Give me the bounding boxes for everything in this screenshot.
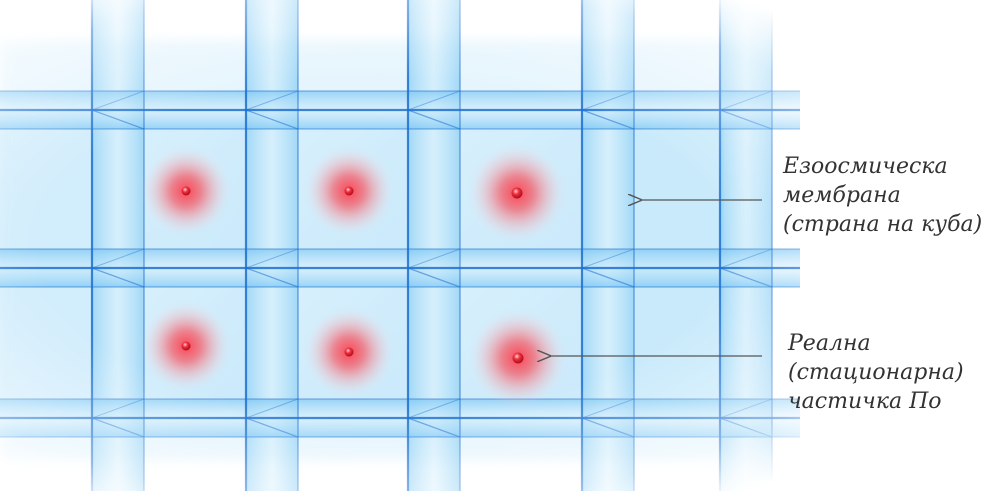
particle-core — [344, 347, 354, 357]
cube-edge — [91, 417, 145, 438]
cube-edge — [407, 267, 461, 288]
particle — [469, 145, 565, 241]
cube-edge — [719, 248, 773, 269]
membrane-label-line-1: Езоосмическа — [783, 154, 948, 179]
particle-core — [181, 186, 191, 196]
cube-edge — [407, 248, 461, 269]
cube-edge — [91, 398, 145, 419]
cube-edge — [719, 398, 773, 419]
cube-edge — [245, 398, 299, 419]
cube-edge — [581, 248, 635, 269]
cube-edges — [0, 0, 800, 491]
membrane-label-line-2: мембрана — [783, 183, 901, 208]
cube-edge — [245, 90, 299, 111]
cube-lattice — [0, 0, 800, 491]
cube-edge — [91, 248, 145, 269]
cube-edge — [407, 398, 461, 419]
cube-edge — [407, 109, 461, 130]
particle — [470, 310, 566, 406]
particle — [305, 147, 393, 235]
particle-label-line-2: (стационарна) — [788, 360, 964, 385]
cube-edge — [581, 417, 635, 438]
cube-edge — [407, 417, 461, 438]
particles — [142, 145, 566, 406]
particle-label-line-3: частичка По — [788, 389, 942, 414]
particle — [142, 302, 230, 390]
particle-core — [512, 352, 524, 364]
cube-edge — [719, 90, 773, 111]
cube-edge — [91, 90, 145, 111]
cube-edge — [581, 398, 635, 419]
cube-edge — [245, 248, 299, 269]
particle-core — [181, 341, 191, 351]
particle-core — [344, 186, 354, 196]
particle — [142, 147, 230, 235]
cube-edge — [245, 417, 299, 438]
cube-edge — [581, 267, 635, 288]
cube-edge — [581, 109, 635, 130]
cube-edge — [245, 109, 299, 130]
membrane-label: Езоосмическа мембрана (страна на куба) — [783, 152, 982, 239]
cube-edge — [719, 267, 773, 288]
cube-edge — [245, 267, 299, 288]
membrane-label-line-3: (страна на куба) — [783, 212, 983, 237]
cube-edge — [91, 267, 145, 288]
particle-core — [511, 187, 523, 199]
particle-label-line-1: Реална — [788, 331, 871, 356]
particle — [305, 308, 393, 396]
cube-edge — [407, 90, 461, 111]
cube-edge — [719, 417, 773, 438]
particle-label: Реална (стационарна) частичка По — [788, 329, 964, 416]
cube-edge — [719, 109, 773, 130]
cube-edge — [91, 109, 145, 130]
cube-edge — [581, 90, 635, 111]
